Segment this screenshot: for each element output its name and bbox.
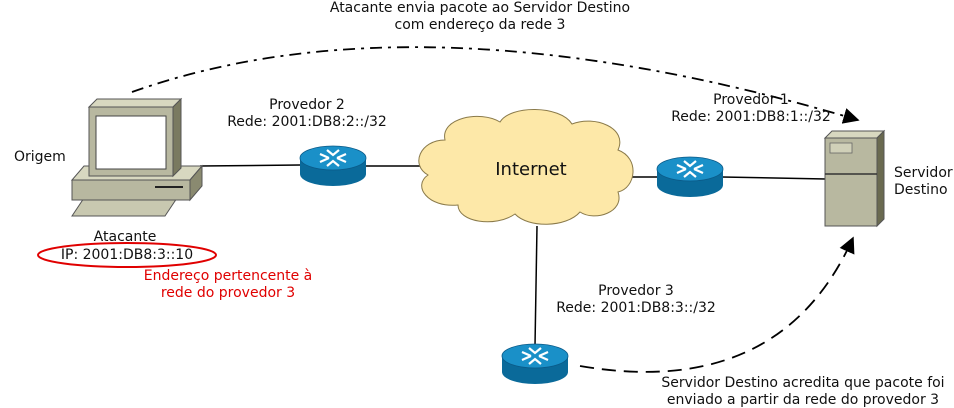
atacante-label: Atacante [93,229,157,245]
ip-highlight-ellipse [37,242,217,268]
router-icon [501,343,569,384]
spoof-note: Endereço pertencente à rede do provedor … [143,268,313,301]
computer-icon [70,97,204,217]
router-icon [299,145,367,186]
internet-label: Internet [495,159,567,180]
servidor-label: Servidor Destino [894,165,953,198]
cloud-icon [418,109,634,225]
belief-path-arrow [579,236,855,373]
bottom-annotation: Servidor Destino acredita que pacote foi… [661,375,945,408]
router-icon [656,156,724,197]
server-icon [823,129,886,228]
provedor2-label: Provedor 2 Rede: 2001:DB8:2::/32 [227,97,387,130]
link-computer-router2 [199,164,301,167]
attacker-ip: IP: 2001:DB8:3::10 [60,247,194,263]
link-internet-router3 [534,225,538,347]
link-router1-server [721,176,827,180]
provedor3-label: Provedor 3 Rede: 2001:DB8:3::/32 [556,283,716,316]
origem-label: Origem [14,149,66,165]
provedor1-label: Provedor 1 Rede: 2001:DB8:1::/32 [671,92,831,125]
attack-path-arrow [131,46,860,124]
top-annotation: Atacante envia pacote ao Servidor Destin… [329,0,631,33]
